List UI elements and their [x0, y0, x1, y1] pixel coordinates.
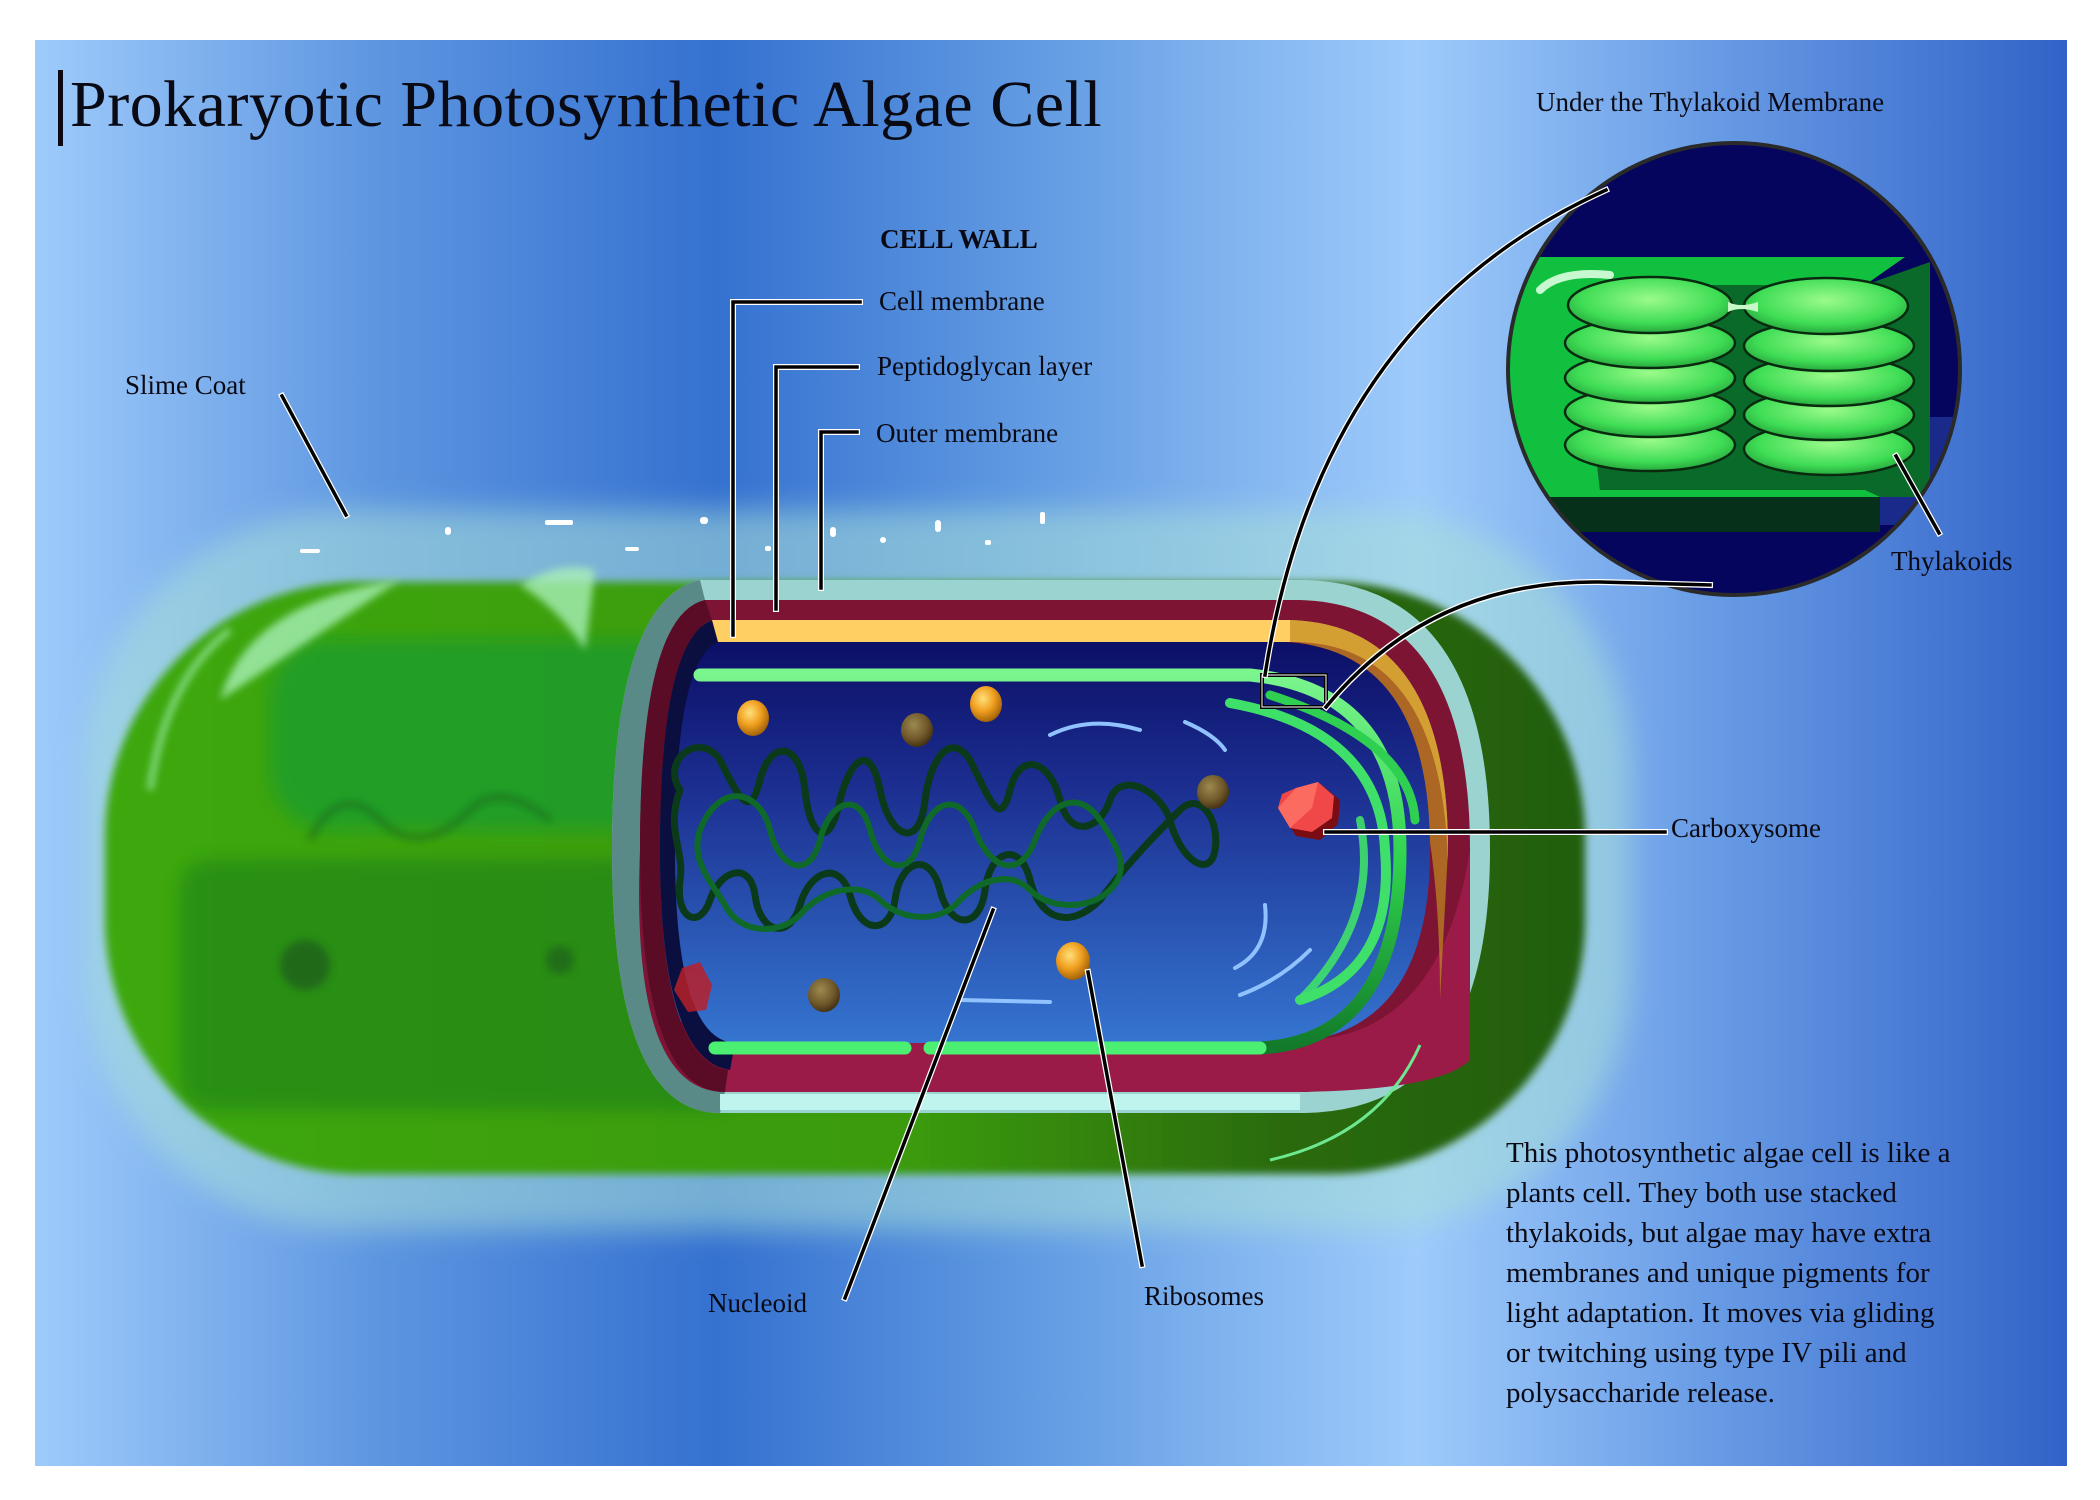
label-slime-coat: Slime Coat: [125, 370, 246, 400]
page-title: Prokaryotic Photosynthetic Algae Cell: [70, 68, 1103, 141]
inset-heading: Under the Thylakoid Membrane: [1536, 87, 1885, 117]
description-line: thylakoids, but algae may have extra: [1506, 1217, 1932, 1249]
description-line: plants cell. They both use stacked: [1506, 1177, 1897, 1209]
label-carboxysome: Carboxysome: [1671, 813, 1821, 843]
label-thylakoids: Thylakoids: [1891, 546, 2013, 576]
description-line: membranes and unique pigments for: [1506, 1257, 1930, 1289]
description-line: light adaptation. It moves via gliding: [1506, 1297, 1935, 1329]
description-line: This photosynthetic algae cell is like a: [1506, 1137, 1951, 1169]
text-cursor: [58, 70, 63, 146]
carboxysomes: [674, 782, 1340, 1012]
description-line: polysaccharide release.: [1506, 1377, 1775, 1409]
thylakoid-inset: [1506, 141, 1962, 597]
description-line: or twitching using type IV pili and: [1506, 1337, 1907, 1369]
label-cell-membrane: Cell membrane: [879, 286, 1045, 316]
cross-section: [612, 580, 1490, 1113]
nucleoid: [670, 744, 1220, 932]
label-outer-membrane: Outer membrane: [876, 418, 1059, 448]
leader-lines: [277, 186, 1944, 1302]
label-peptidoglycan-layer: Peptidoglycan layer: [877, 351, 1093, 381]
label-nucleoid: Nucleoid: [708, 1288, 807, 1318]
description-text: This photosynthetic algae cell is like a…: [1506, 1133, 2046, 1413]
label-ribosomes: Ribosomes: [1144, 1281, 1265, 1311]
cell-wall-heading: CELL WALL: [880, 224, 1038, 254]
ribosomes: [737, 686, 1229, 1012]
